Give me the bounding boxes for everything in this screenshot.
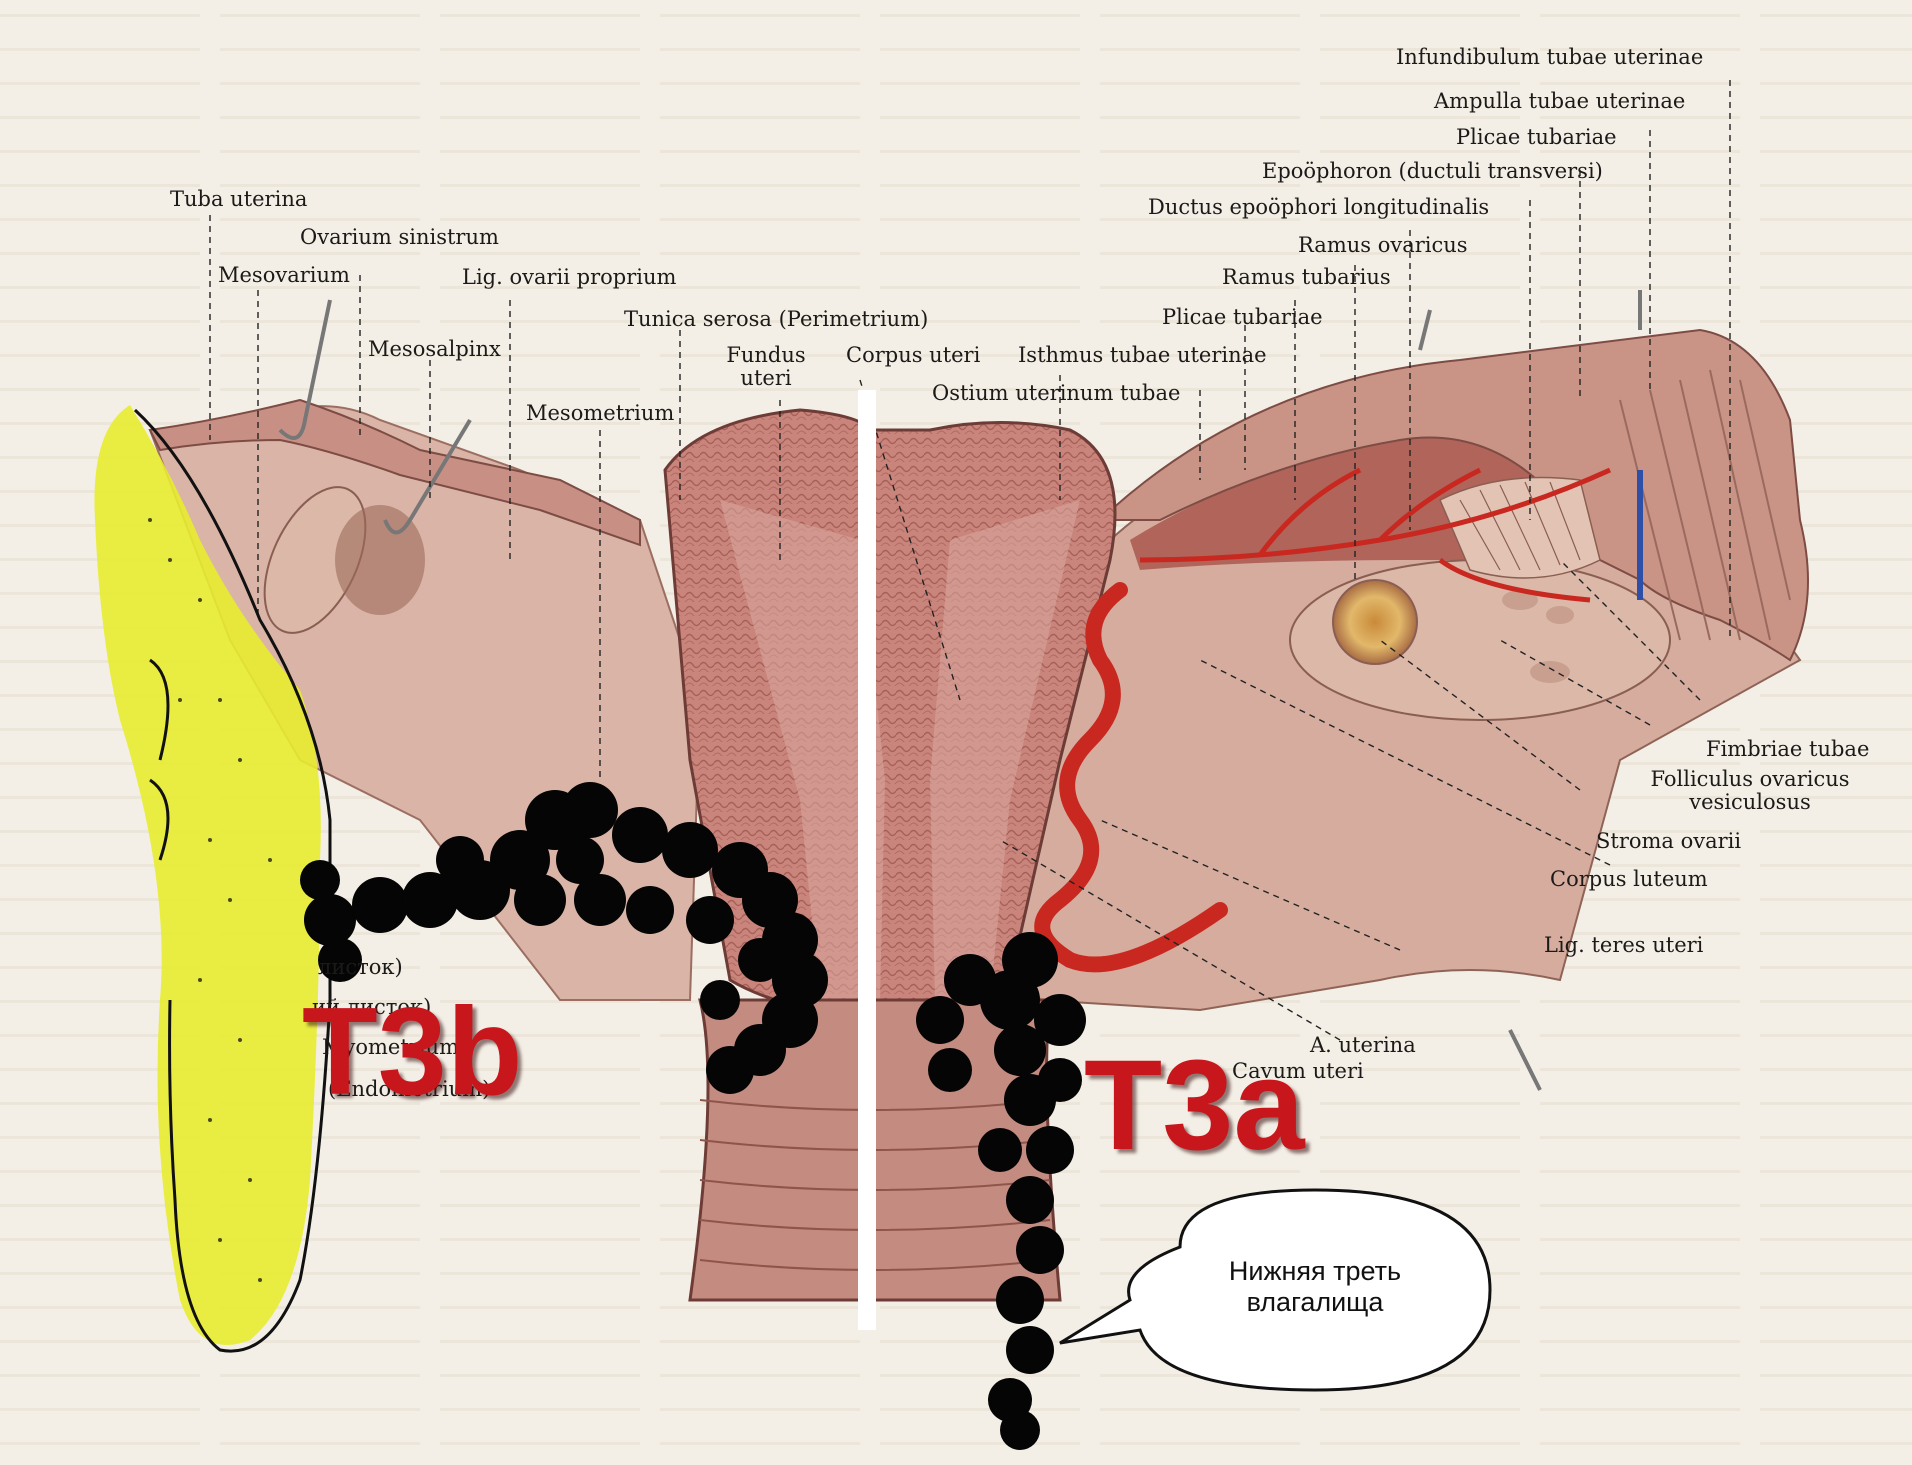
follicle-3	[1530, 661, 1570, 683]
hook-2	[383, 418, 472, 535]
callout-bubble	[1059, 1188, 1492, 1392]
leader-lines	[209, 80, 1731, 1041]
tumor-spread-left	[300, 782, 828, 1094]
label-fundus-line2: uteri	[740, 366, 792, 391]
stage-divider	[858, 390, 876, 1330]
label-ovarium-sinistrum: Ovarium sinistrum	[300, 225, 499, 249]
follicle-2	[1546, 606, 1574, 624]
ovarian-artery-branches	[1139, 467, 1612, 603]
label-corpus-uteri: Corpus uteri	[846, 343, 981, 367]
label-lig-ovarii-proprium: Lig. ovarii proprium	[462, 265, 677, 289]
label-stroma-ovarii: Stroma ovarii	[1596, 829, 1742, 853]
tumor-spread-right	[916, 932, 1086, 1450]
label-listok-2: ий листок)	[312, 995, 432, 1019]
label-listok-1: листок)	[318, 955, 403, 979]
hook-1	[278, 299, 332, 440]
corpus-luteum-shape	[1332, 579, 1418, 665]
label-epoophoron: Epoöphoron (ductuli transversi)	[1262, 159, 1603, 183]
label-ramus-tubarius: Ramus tubarius	[1222, 265, 1391, 289]
label-endometrium: (Endometrium)	[328, 1077, 491, 1101]
pelvic-wall-speckles	[148, 518, 272, 1282]
label-corpus-luteum: Corpus luteum	[1550, 867, 1708, 891]
label-ductus-epoophori: Ductus epoöphori longitudinalis	[1148, 195, 1490, 219]
pelvic-wall-outline	[133, 408, 332, 1353]
hook-3	[1418, 309, 1432, 351]
stage-label-t3a: T3a	[1084, 1034, 1305, 1177]
label-plicae-tubariae-mid: Plicae tubariae	[1162, 305, 1323, 329]
follicle-1	[1502, 590, 1538, 610]
label-tunica-serosa: Tunica serosa (Perimetrium)	[624, 307, 929, 331]
label-fundus-uteri: Fundus uteri	[724, 343, 808, 391]
uterine-cavity	[720, 500, 1080, 1000]
pelvic-wall	[94, 405, 321, 1345]
label-infundibulum: Infundibulum tubae uterinae	[1396, 45, 1704, 69]
epoophoron-ducts	[1459, 481, 1581, 571]
label-ostium-uterinum: Ostium uterinum tubae	[932, 381, 1181, 405]
label-ampulla: Ampulla tubae uterinae	[1434, 89, 1686, 113]
label-folliculus-line1: Folliculus ovaricus	[1650, 767, 1850, 791]
label-myometrium: Myometrium)	[322, 1035, 468, 1059]
uterine-artery	[1034, 582, 1228, 973]
mesovarium-shadow	[335, 505, 425, 615]
label-mesovarium: Mesovarium	[218, 263, 350, 287]
label-tuba-uterina: Tuba uterina	[170, 187, 308, 211]
label-lig-teres: Lig. teres uteri	[1544, 933, 1704, 957]
label-fimbriae: Fimbriae tubae	[1706, 737, 1870, 761]
hook-5	[1508, 1029, 1542, 1091]
callout-text: Нижняя треть влагалища	[1160, 1256, 1470, 1318]
label-cavum-uteri: Cavum uteri	[1232, 1059, 1364, 1083]
label-a-uterina: A. uterina	[1310, 1033, 1416, 1057]
callout-line2: влагалища	[1246, 1287, 1384, 1318]
stage-label-t3b: T3b	[302, 983, 523, 1121]
fallopian-tube-left	[148, 398, 641, 547]
callout-line1: Нижняя треть	[1228, 1256, 1402, 1286]
label-mesosalpinx: Mesosalpinx	[368, 337, 501, 361]
label-folliculus-line2: vesiculosus	[1689, 790, 1811, 815]
label-fundus-line1: Fundus	[726, 343, 806, 367]
label-isthmus-tubae: Isthmus tubae uterinae	[1018, 343, 1267, 367]
label-ramus-ovaricus: Ramus ovaricus	[1298, 233, 1468, 257]
label-plicae-tubariae-top: Plicae tubariae	[1456, 125, 1617, 149]
fallopian-tube-right	[1097, 328, 1809, 662]
label-mesometrium: Mesometrium	[526, 401, 675, 425]
fimbriae-ridges	[1619, 369, 1791, 641]
label-folliculus: Folliculus ovaricus vesiculosus	[1636, 767, 1864, 815]
